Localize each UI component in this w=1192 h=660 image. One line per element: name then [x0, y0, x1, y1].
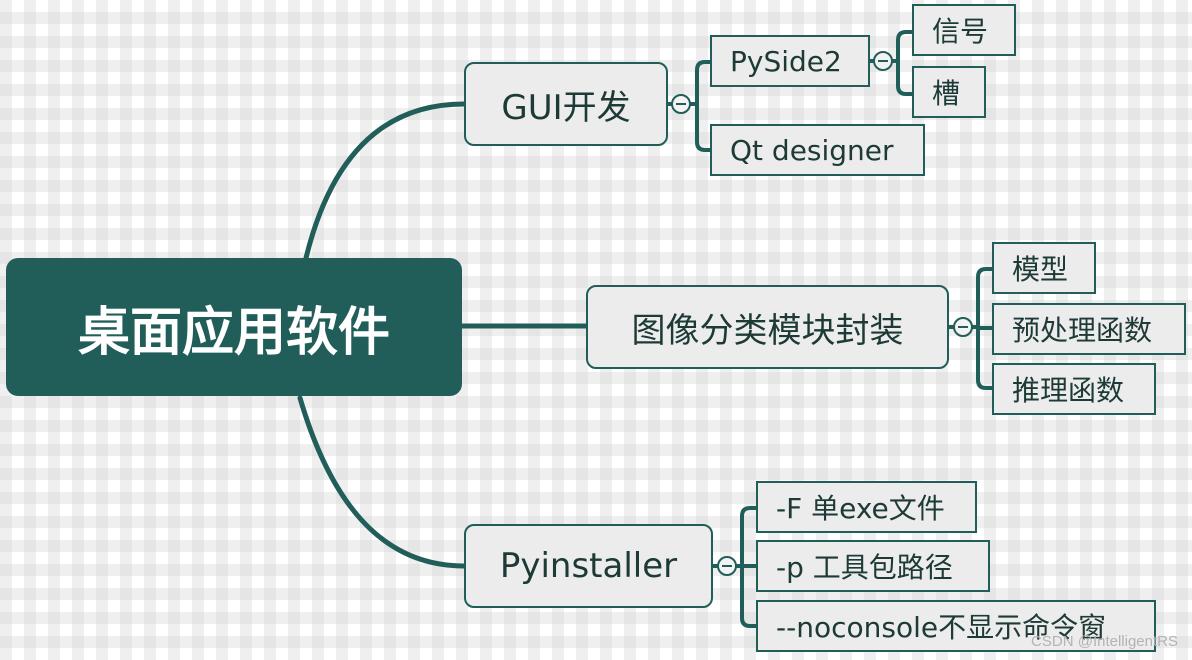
topic-package-path[interactable]: -p 工具包路径 [756, 540, 990, 592]
branch-image-classification[interactable]: 图像分类模块封装 [586, 285, 949, 369]
branch-pyinstaller[interactable]: Pyinstaller [464, 524, 713, 608]
minus-circle-icon[interactable] [671, 94, 691, 114]
watermark: CSDN @IntelligentRS [1031, 633, 1178, 650]
topic-single-exe[interactable]: -F 单exe文件 [756, 481, 977, 533]
minus-circle-icon[interactable] [717, 556, 737, 576]
connector-root-gui [303, 101, 467, 261]
connector-gui-bracket [695, 60, 711, 152]
topic-qt-designer[interactable]: Qt designer [710, 124, 925, 176]
topic-model[interactable]: 模型 [992, 242, 1096, 294]
topic-pyside2[interactable]: PySide2 [710, 35, 870, 87]
topic-signal[interactable]: 信号 [912, 4, 1016, 56]
branch-gui-dev[interactable]: GUI开发 [464, 62, 668, 146]
root-topic[interactable]: 桌面应用软件 [6, 258, 462, 396]
minus-circle-icon[interactable] [873, 51, 893, 71]
topic-slot[interactable]: 槽 [912, 66, 986, 118]
topic-inference-function[interactable]: 推理函数 [992, 363, 1156, 415]
minus-circle-icon[interactable] [953, 317, 973, 337]
topic-preprocess-function[interactable]: 预处理函数 [992, 303, 1186, 355]
connector-root-pyinstaller [297, 395, 467, 569]
connector-pyside-bracket [896, 30, 913, 96]
topic-noconsole[interactable]: --noconsole不显示命令窗 [756, 600, 1156, 652]
